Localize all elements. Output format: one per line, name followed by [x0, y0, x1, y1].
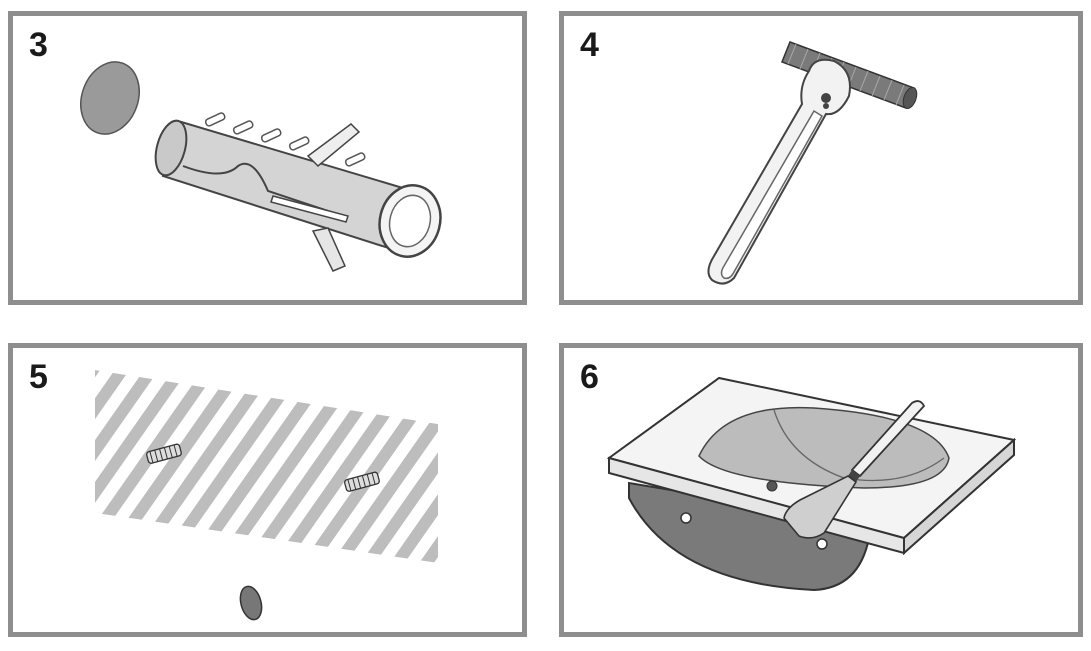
threaded-stud-right — [344, 471, 380, 492]
wall-area — [95, 370, 438, 563]
step-3-panel: 3 — [8, 11, 527, 305]
basin-illustration — [606, 376, 1017, 592]
step-4-panel: 4 — [559, 11, 1083, 305]
step-number: 3 — [29, 26, 48, 64]
step-6-panel: 6 — [559, 343, 1083, 637]
step-number: 4 — [580, 26, 599, 64]
spatula — [783, 400, 926, 539]
drain-hole — [239, 585, 263, 621]
step-number: 5 — [29, 358, 48, 396]
step-5-panel: 5 — [8, 343, 527, 637]
wall-plug — [154, 112, 442, 272]
wall-illustration — [95, 370, 438, 621]
threaded-stud-left — [146, 443, 182, 464]
drill-hole-cap — [80, 61, 140, 135]
washbasin — [606, 376, 1017, 592]
wall-plug-illustration — [80, 61, 442, 272]
spanner-wrench — [707, 58, 851, 285]
step-number: 6 — [580, 358, 599, 396]
wrench-illustration — [707, 41, 918, 285]
